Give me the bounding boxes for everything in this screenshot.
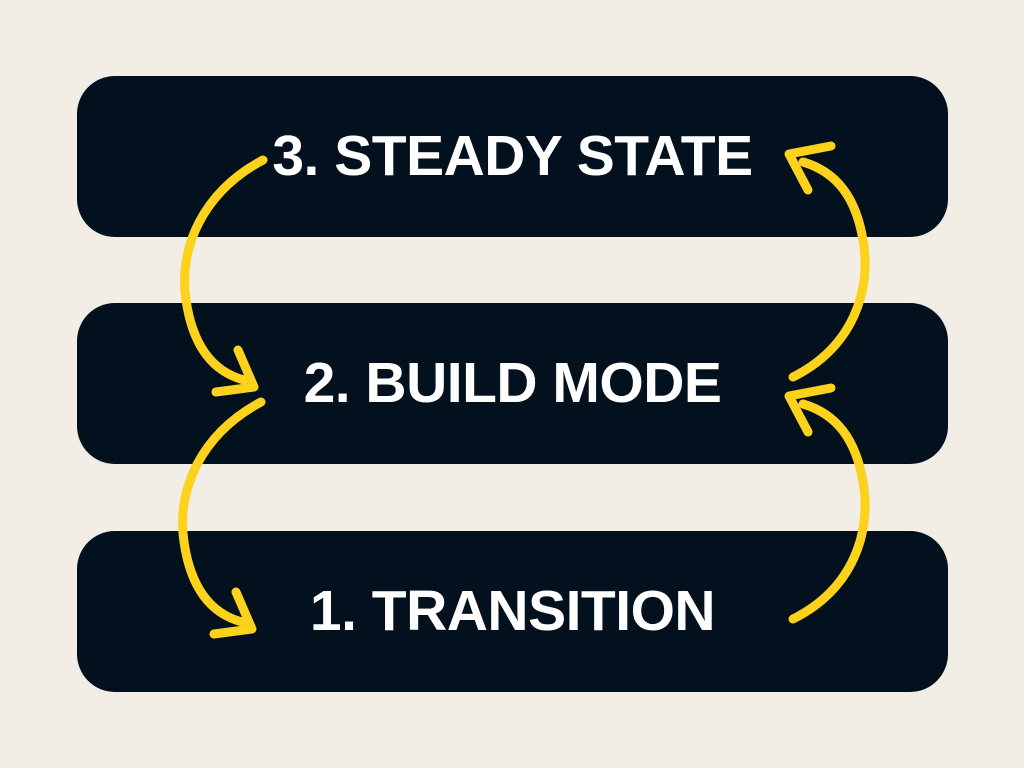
stage-label-transition: 1. TRANSITION — [309, 579, 716, 643]
stage-label-steady-state: 3. STEADY STATE — [272, 124, 753, 188]
stage-box-transition: 1. TRANSITION — [77, 531, 948, 692]
stage-box-build-mode: 2. BUILD MODE — [77, 303, 948, 464]
stage-box-steady-state: 3. STEADY STATE — [77, 76, 948, 237]
stage-label-build-mode: 2. BUILD MODE — [303, 351, 722, 415]
